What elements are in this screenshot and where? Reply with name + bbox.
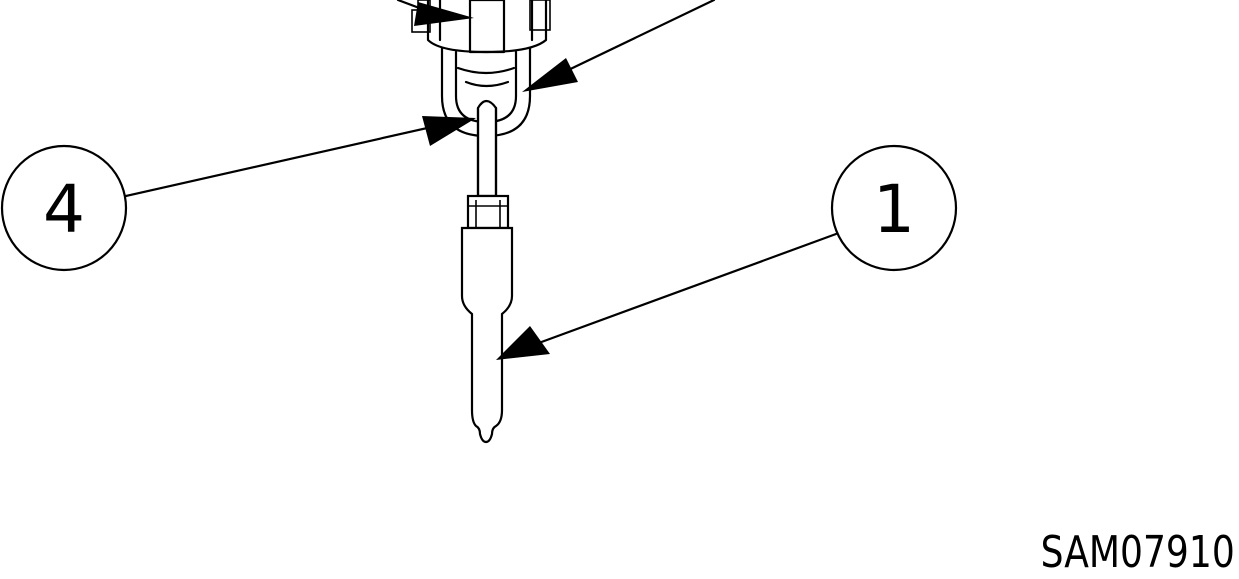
injector-nozzle	[460, 226, 514, 444]
callout-4: 4	[0, 116, 476, 272]
leader-top-left	[396, 0, 474, 26]
leader-top-right	[522, 0, 716, 92]
figure-id: SAM07910	[1040, 527, 1235, 578]
injector-rod	[466, 99, 510, 230]
callout-4-label: 4	[43, 171, 85, 248]
callout-1: 1	[496, 144, 958, 360]
callout-1-label: 1	[873, 171, 915, 248]
